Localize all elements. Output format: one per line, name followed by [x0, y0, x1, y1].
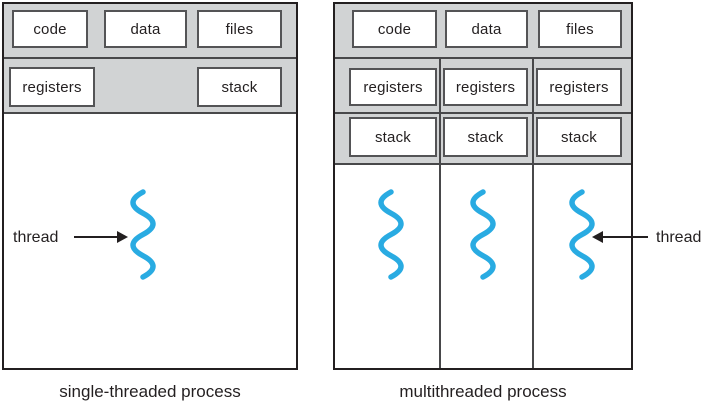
- thread-annotation-label: thread: [13, 229, 59, 246]
- code-box: code: [12, 10, 88, 48]
- thread-squiggle: [470, 189, 496, 280]
- thread-squiggle: [569, 189, 595, 280]
- band-divider-line: [4, 57, 296, 59]
- thread-arrow: [601, 236, 648, 238]
- stack-box: stack: [443, 117, 528, 157]
- files-box: files: [197, 10, 282, 48]
- thread-column-divider: [439, 57, 441, 368]
- registers-box: registers: [536, 68, 622, 106]
- arrowhead-right-icon: [117, 231, 128, 243]
- band-bottom-line: [335, 163, 631, 165]
- right-caption: multithreaded process: [399, 382, 567, 401]
- stack-box: stack: [349, 117, 437, 157]
- files-box: files: [538, 10, 622, 48]
- thread-squiggle: [378, 189, 404, 280]
- arrowhead-left-icon: [592, 231, 603, 243]
- stack-box: stack: [197, 67, 282, 107]
- thread-squiggle: [130, 189, 156, 280]
- single-threaded-process-panel: code data files registers stack: [2, 2, 298, 370]
- band-divider-line: [335, 57, 631, 59]
- stack-box: stack: [536, 117, 622, 157]
- left-caption: single-threaded process: [59, 382, 241, 401]
- registers-box: registers: [443, 68, 528, 106]
- registers-stack-divider-line: [335, 112, 631, 114]
- data-box: data: [445, 10, 528, 48]
- registers-box: registers: [9, 67, 95, 107]
- multithreaded-process-panel: code data files registers registers regi…: [333, 2, 633, 370]
- code-box: code: [352, 10, 437, 48]
- data-box: data: [104, 10, 187, 48]
- registers-box: registers: [349, 68, 437, 106]
- band-bottom-line: [4, 112, 296, 114]
- thread-arrow: [74, 236, 119, 238]
- thread-annotation-label: thread: [656, 229, 702, 246]
- thread-column-divider: [532, 57, 534, 368]
